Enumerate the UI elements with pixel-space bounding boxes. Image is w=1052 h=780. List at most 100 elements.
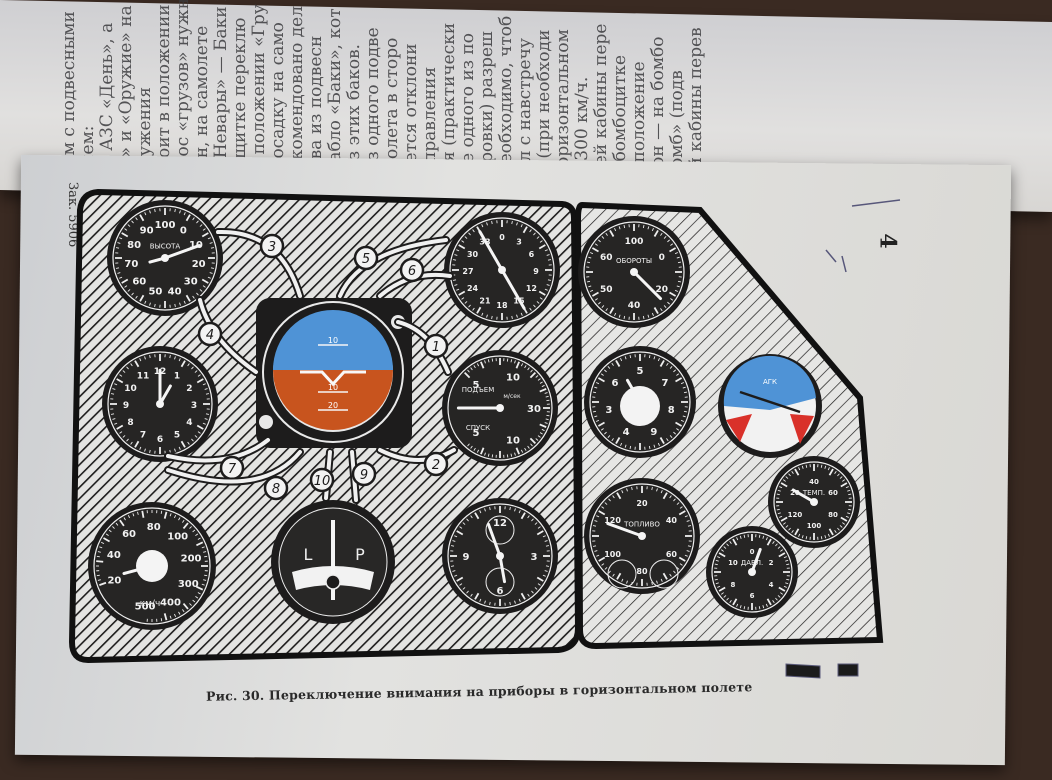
dial-label: 70 — [124, 259, 138, 270]
slip-ball — [325, 574, 341, 590]
dial-label: 2 — [186, 384, 192, 394]
dial-label: 7 — [662, 378, 669, 389]
sequence-10: 10 — [309, 448, 335, 502]
dial-label: 12 — [526, 284, 537, 293]
dial-label: 7 — [140, 430, 146, 440]
pitch-label: 20 — [328, 401, 338, 410]
pitch-label: 10 — [328, 336, 338, 345]
dial-label: 24 — [467, 284, 479, 293]
dial-label: 9 — [123, 401, 129, 411]
dial-label: 18 — [496, 301, 508, 310]
dial-label: 4 — [186, 418, 192, 428]
needle — [632, 270, 663, 301]
dial-label: 50 — [600, 285, 613, 295]
sequence-1: 1 — [394, 318, 452, 376]
dial-label: 30 — [527, 404, 541, 415]
dial-label: 9 — [533, 267, 539, 276]
side-label: Зак. 5906 — [65, 182, 80, 248]
vsi-down-label: СПУСК — [466, 424, 490, 432]
pitch-label: 10 — [328, 383, 338, 392]
clock-gauge: 121234567891011 — [102, 346, 218, 462]
dial-label: 300 — [178, 579, 199, 590]
sequence-3: 3 — [214, 227, 304, 300]
sequence-number: 10 — [314, 474, 331, 489]
dial-label: 20 — [192, 259, 206, 270]
dial-label: 3 — [516, 238, 522, 247]
dial-label: 5 — [637, 366, 644, 377]
dial-label: 40 — [168, 287, 182, 298]
sequence-5: 5 — [336, 236, 450, 300]
dial-label: 40 — [107, 550, 121, 561]
dial-label: 10 — [124, 384, 137, 394]
sequence-2: 2 — [376, 446, 458, 477]
dial-label: 6 — [611, 378, 618, 389]
needle — [791, 488, 816, 504]
dial-label: 6 — [157, 435, 163, 445]
dial-label: 5 — [174, 430, 180, 440]
vsi-up-label: ПОДЪЕМ — [462, 386, 495, 394]
aircraft-symbol — [300, 370, 366, 387]
sky-area — [273, 310, 393, 370]
dial-label: 60 — [132, 276, 146, 287]
sequence-9: 9 — [348, 448, 377, 504]
dial-title: ТОПЛИВО — [623, 521, 660, 529]
sequence-number: 9 — [360, 468, 368, 483]
sequence-number: 4 — [206, 328, 214, 343]
sequence-number: 5 — [362, 252, 370, 267]
dial-label: 8 — [668, 405, 675, 416]
dial-label: 10 — [506, 373, 520, 384]
sequence-7: 7 — [164, 436, 272, 481]
dial-label: 20 — [655, 285, 668, 295]
dial-label: 400 — [160, 597, 181, 608]
needle — [163, 244, 201, 260]
dial-label: 10 — [506, 435, 520, 446]
sequence-8: 8 — [164, 448, 304, 501]
dial-label: 4 — [769, 581, 774, 589]
dial-label: 80 — [127, 240, 141, 251]
sequence-number: 7 — [228, 462, 237, 477]
turn-right-label: P — [355, 545, 365, 564]
dial-label: 6 — [497, 586, 504, 597]
horizon-label: АГК — [763, 378, 777, 386]
dial-label: 100 — [167, 531, 188, 542]
dial-label: 0 — [750, 548, 755, 556]
dial-label: 5 — [472, 428, 479, 439]
dial-label: 50 — [148, 287, 162, 298]
dial-label: 100 — [807, 522, 822, 530]
dial-label: 60 — [666, 550, 678, 559]
dial-title: ВЫСОТА — [150, 243, 181, 251]
ground-area — [273, 370, 393, 430]
dial-label: 40 — [628, 301, 641, 311]
dial-label: 2 — [769, 559, 774, 567]
dial-label: 30 — [467, 250, 479, 259]
dial-label: 60 — [600, 253, 613, 263]
dial-label: 3 — [531, 552, 538, 563]
dial-label: 4 — [623, 427, 630, 438]
dial-label: 60 — [828, 489, 838, 497]
attitude-indicator: 10 10 20 — [256, 298, 412, 448]
needle — [606, 522, 644, 538]
dial-label: 80 — [636, 567, 648, 576]
sequence-number: 3 — [268, 240, 276, 255]
dial-label: 6 — [750, 592, 755, 600]
dial-label: 40 — [666, 516, 678, 525]
horizon-gauge-right: АГК — [718, 354, 822, 458]
dial-label: 3 — [191, 401, 197, 411]
needle — [500, 268, 526, 310]
dial-title: ОБОРОТЫ — [616, 257, 652, 265]
needle — [750, 547, 762, 574]
turn-left-label: L — [304, 545, 313, 564]
sequence-number: 1 — [432, 340, 440, 355]
dial-label: 3 — [605, 405, 612, 416]
airspeed-unit: км/ч — [140, 599, 161, 609]
dial-label: 12 — [493, 518, 507, 529]
dial-label: 120 — [604, 516, 621, 525]
dial-label: 80 — [147, 522, 161, 533]
